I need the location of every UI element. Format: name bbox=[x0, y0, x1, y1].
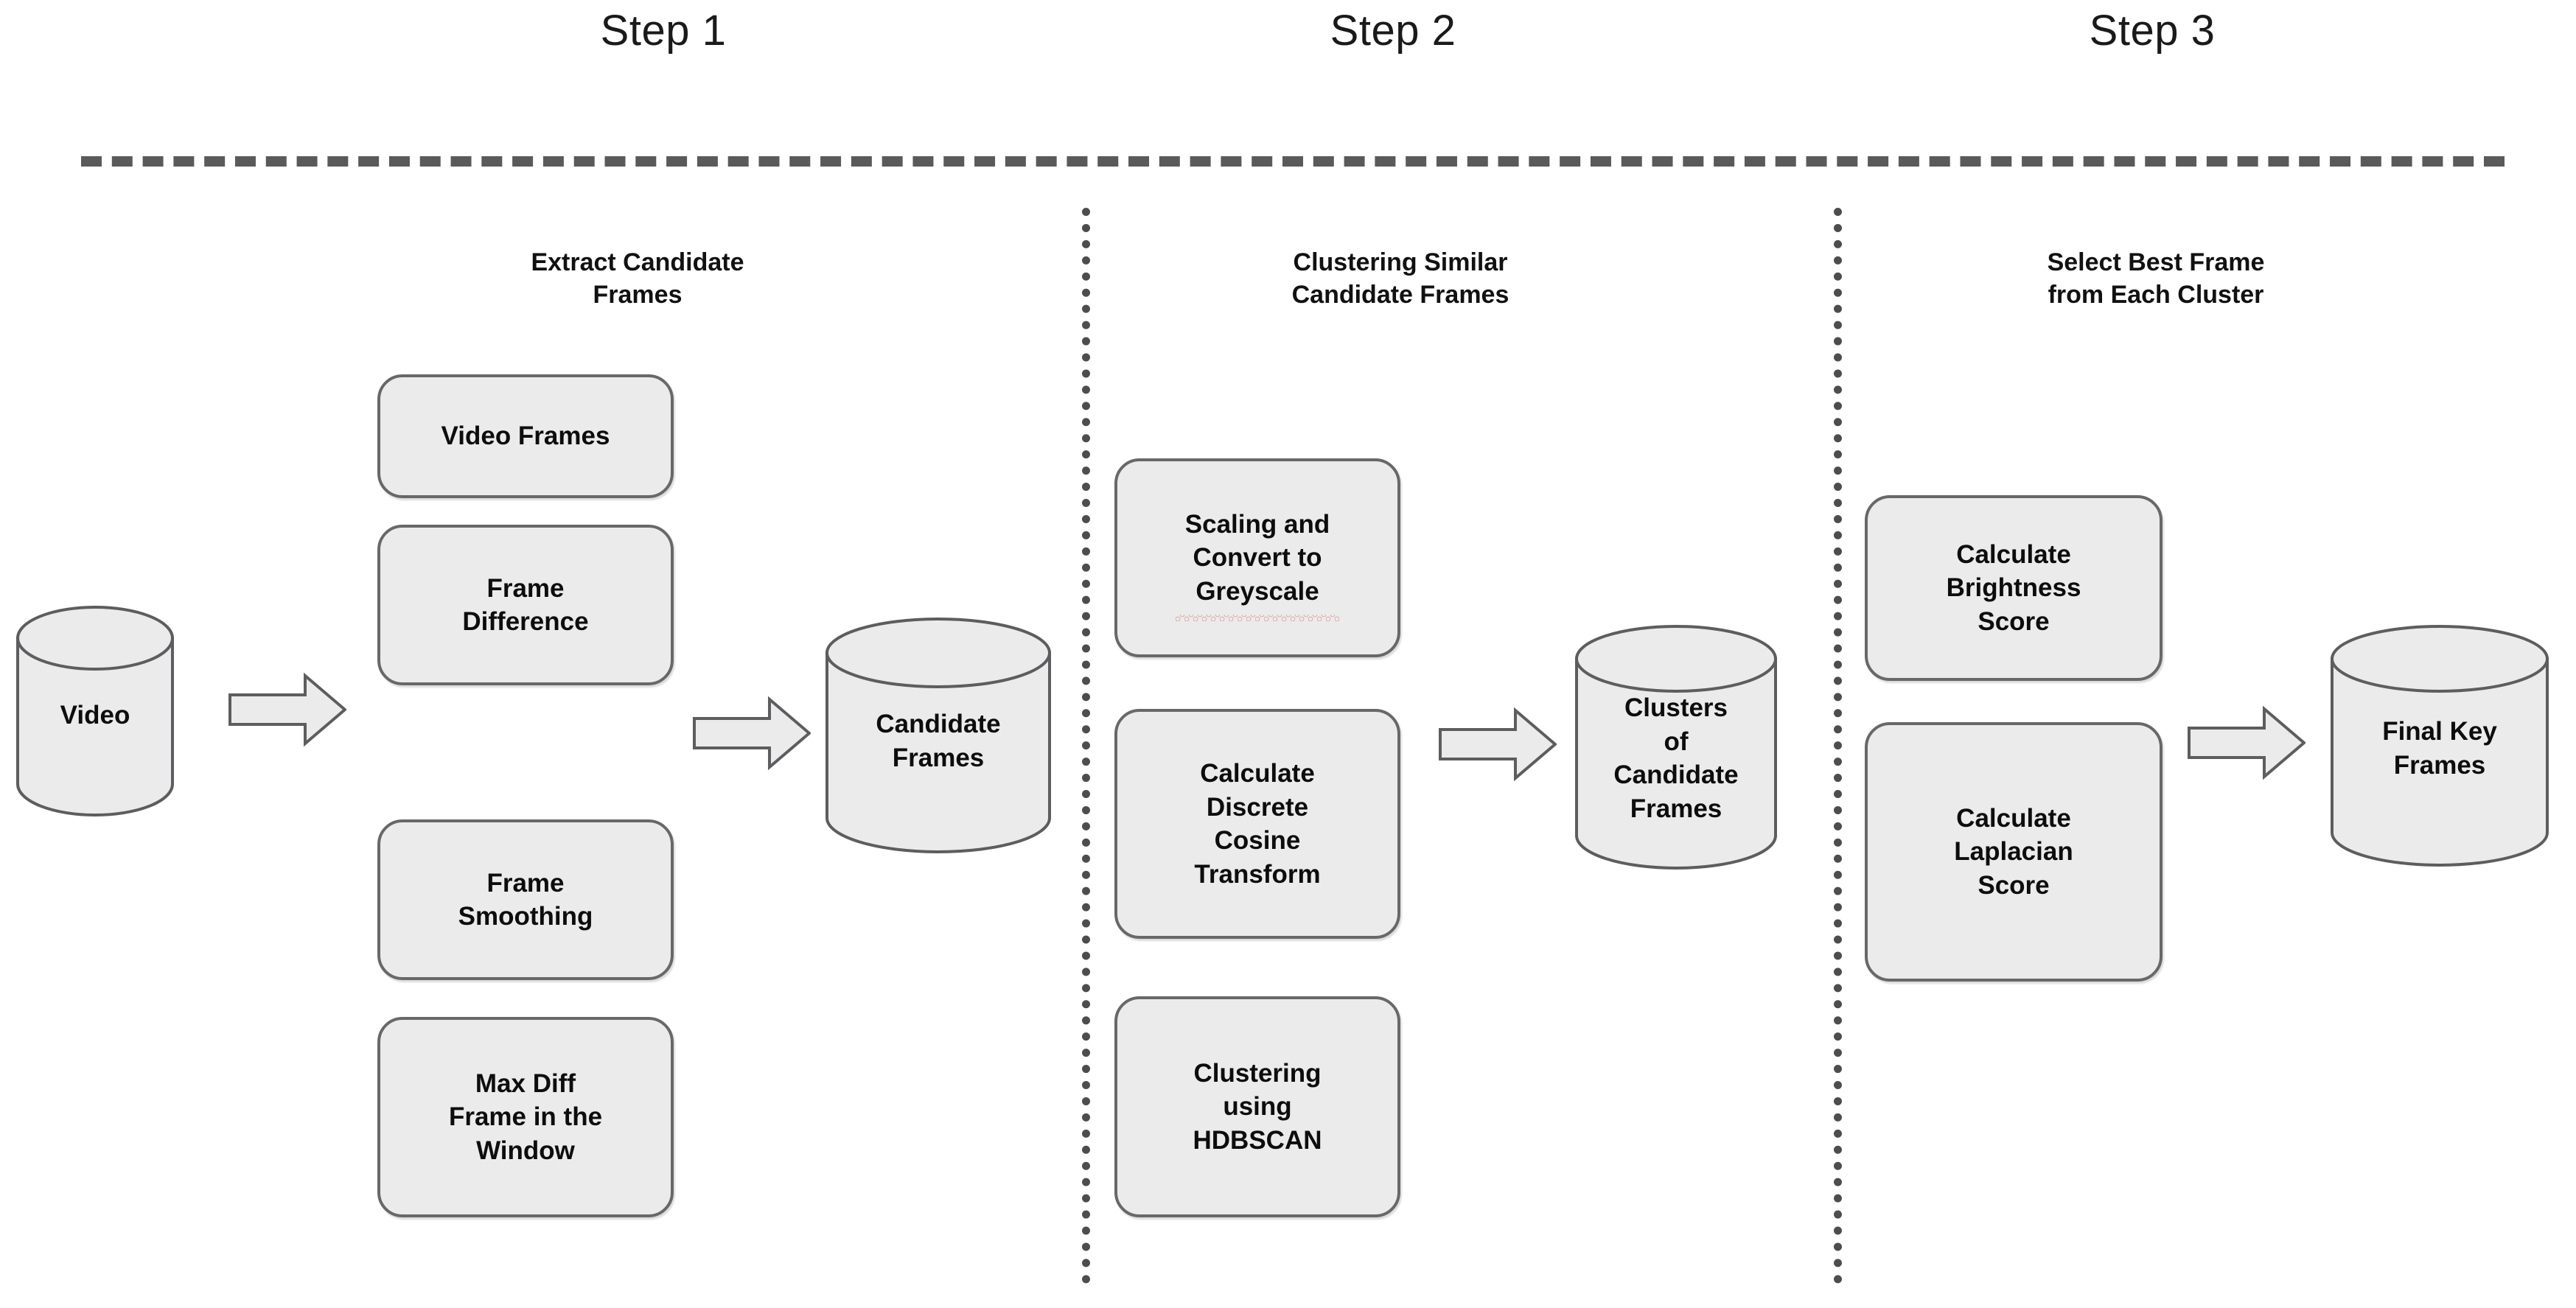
datastore-video-label: Video bbox=[60, 701, 130, 730]
process-box-max-diff-frame-label: Max Diff Frame in the Window bbox=[448, 1069, 603, 1165]
process-box-calculate-dct-label: Calculate Discrete Cosine Transform bbox=[1194, 759, 1321, 889]
step-title-3: Step 3 bbox=[2089, 7, 2216, 55]
process-box-clustering-hdbscan-label: Clustering using HDBSCAN bbox=[1193, 1058, 1322, 1155]
step-title-2: Step 2 bbox=[1330, 7, 1456, 55]
vertical-separator-step2-step3 bbox=[1834, 208, 1842, 1284]
spellcheck-underline-greyscale bbox=[1176, 615, 1339, 621]
datastore-video[interactable]: Video bbox=[15, 604, 175, 818]
process-box-max-diff-frame[interactable]: Max Diff Frame in the Window bbox=[377, 1017, 674, 1217]
step-title-1: Step 1 bbox=[600, 7, 727, 55]
arrow-step1-to-candidate-frames bbox=[693, 696, 811, 770]
datastore-clusters-of-candidate-frames[interactable]: Clusters of Candidate Frames bbox=[1574, 625, 1779, 870]
process-box-calculate-brightness-score-label: Calculate Brightness Score bbox=[1946, 539, 2081, 636]
process-box-frame-smoothing[interactable]: Frame Smoothing bbox=[377, 819, 674, 980]
arrow-step2-to-clusters bbox=[1439, 707, 1557, 781]
process-box-clustering-hdbscan[interactable]: Clustering using HDBSCAN bbox=[1114, 996, 1400, 1217]
process-box-calculate-laplacian-score-label: Calculate Laplacian Score bbox=[1954, 803, 2073, 900]
process-box-frame-smoothing-label: Frame Smoothing bbox=[458, 868, 593, 931]
arrow-step3-to-final-key-frames bbox=[2188, 706, 2306, 780]
process-box-video-frames-label: Video Frames bbox=[441, 422, 610, 451]
process-box-calculate-brightness-score[interactable]: Calculate Brightness Score bbox=[1865, 495, 2163, 681]
column-heading-step2: Clustering Similar Candidate Frames bbox=[1291, 248, 1509, 309]
process-box-scaling-convert-greyscale[interactable]: Scaling and Convert to Greyscale bbox=[1114, 458, 1400, 657]
datastore-candidate-frames-label: Candidate Frames bbox=[876, 710, 1001, 772]
process-box-frame-difference[interactable]: Frame Difference bbox=[377, 525, 674, 685]
arrow-video-to-step1 bbox=[228, 673, 346, 746]
process-box-frame-difference-label: Frame Difference bbox=[462, 573, 589, 637]
datastore-final-key-frames-label: Final Key Frames bbox=[2382, 717, 2497, 780]
vertical-separator-step1-step2 bbox=[1082, 208, 1090, 1284]
process-box-calculate-dct[interactable]: Calculate Discrete Cosine Transform bbox=[1114, 709, 1400, 939]
column-heading-step3: Select Best Frame from Each Cluster bbox=[2047, 248, 2265, 309]
datastore-candidate-frames[interactable]: Candidate Frames bbox=[824, 618, 1053, 855]
datastore-clusters-label: Clusters of Candidate Frames bbox=[1613, 693, 1739, 823]
column-heading-step1: Extract Candidate Frames bbox=[531, 248, 744, 309]
process-box-video-frames[interactable]: Video Frames bbox=[377, 374, 674, 498]
top-dashed-divider bbox=[81, 156, 2505, 167]
process-box-scaling-convert-greyscale-label: Scaling and Convert to Greyscale bbox=[1184, 509, 1330, 606]
process-box-calculate-laplacian-score[interactable]: Calculate Laplacian Score bbox=[1865, 722, 2163, 982]
datastore-final-key-frames[interactable]: Final Key Frames bbox=[2329, 625, 2550, 867]
